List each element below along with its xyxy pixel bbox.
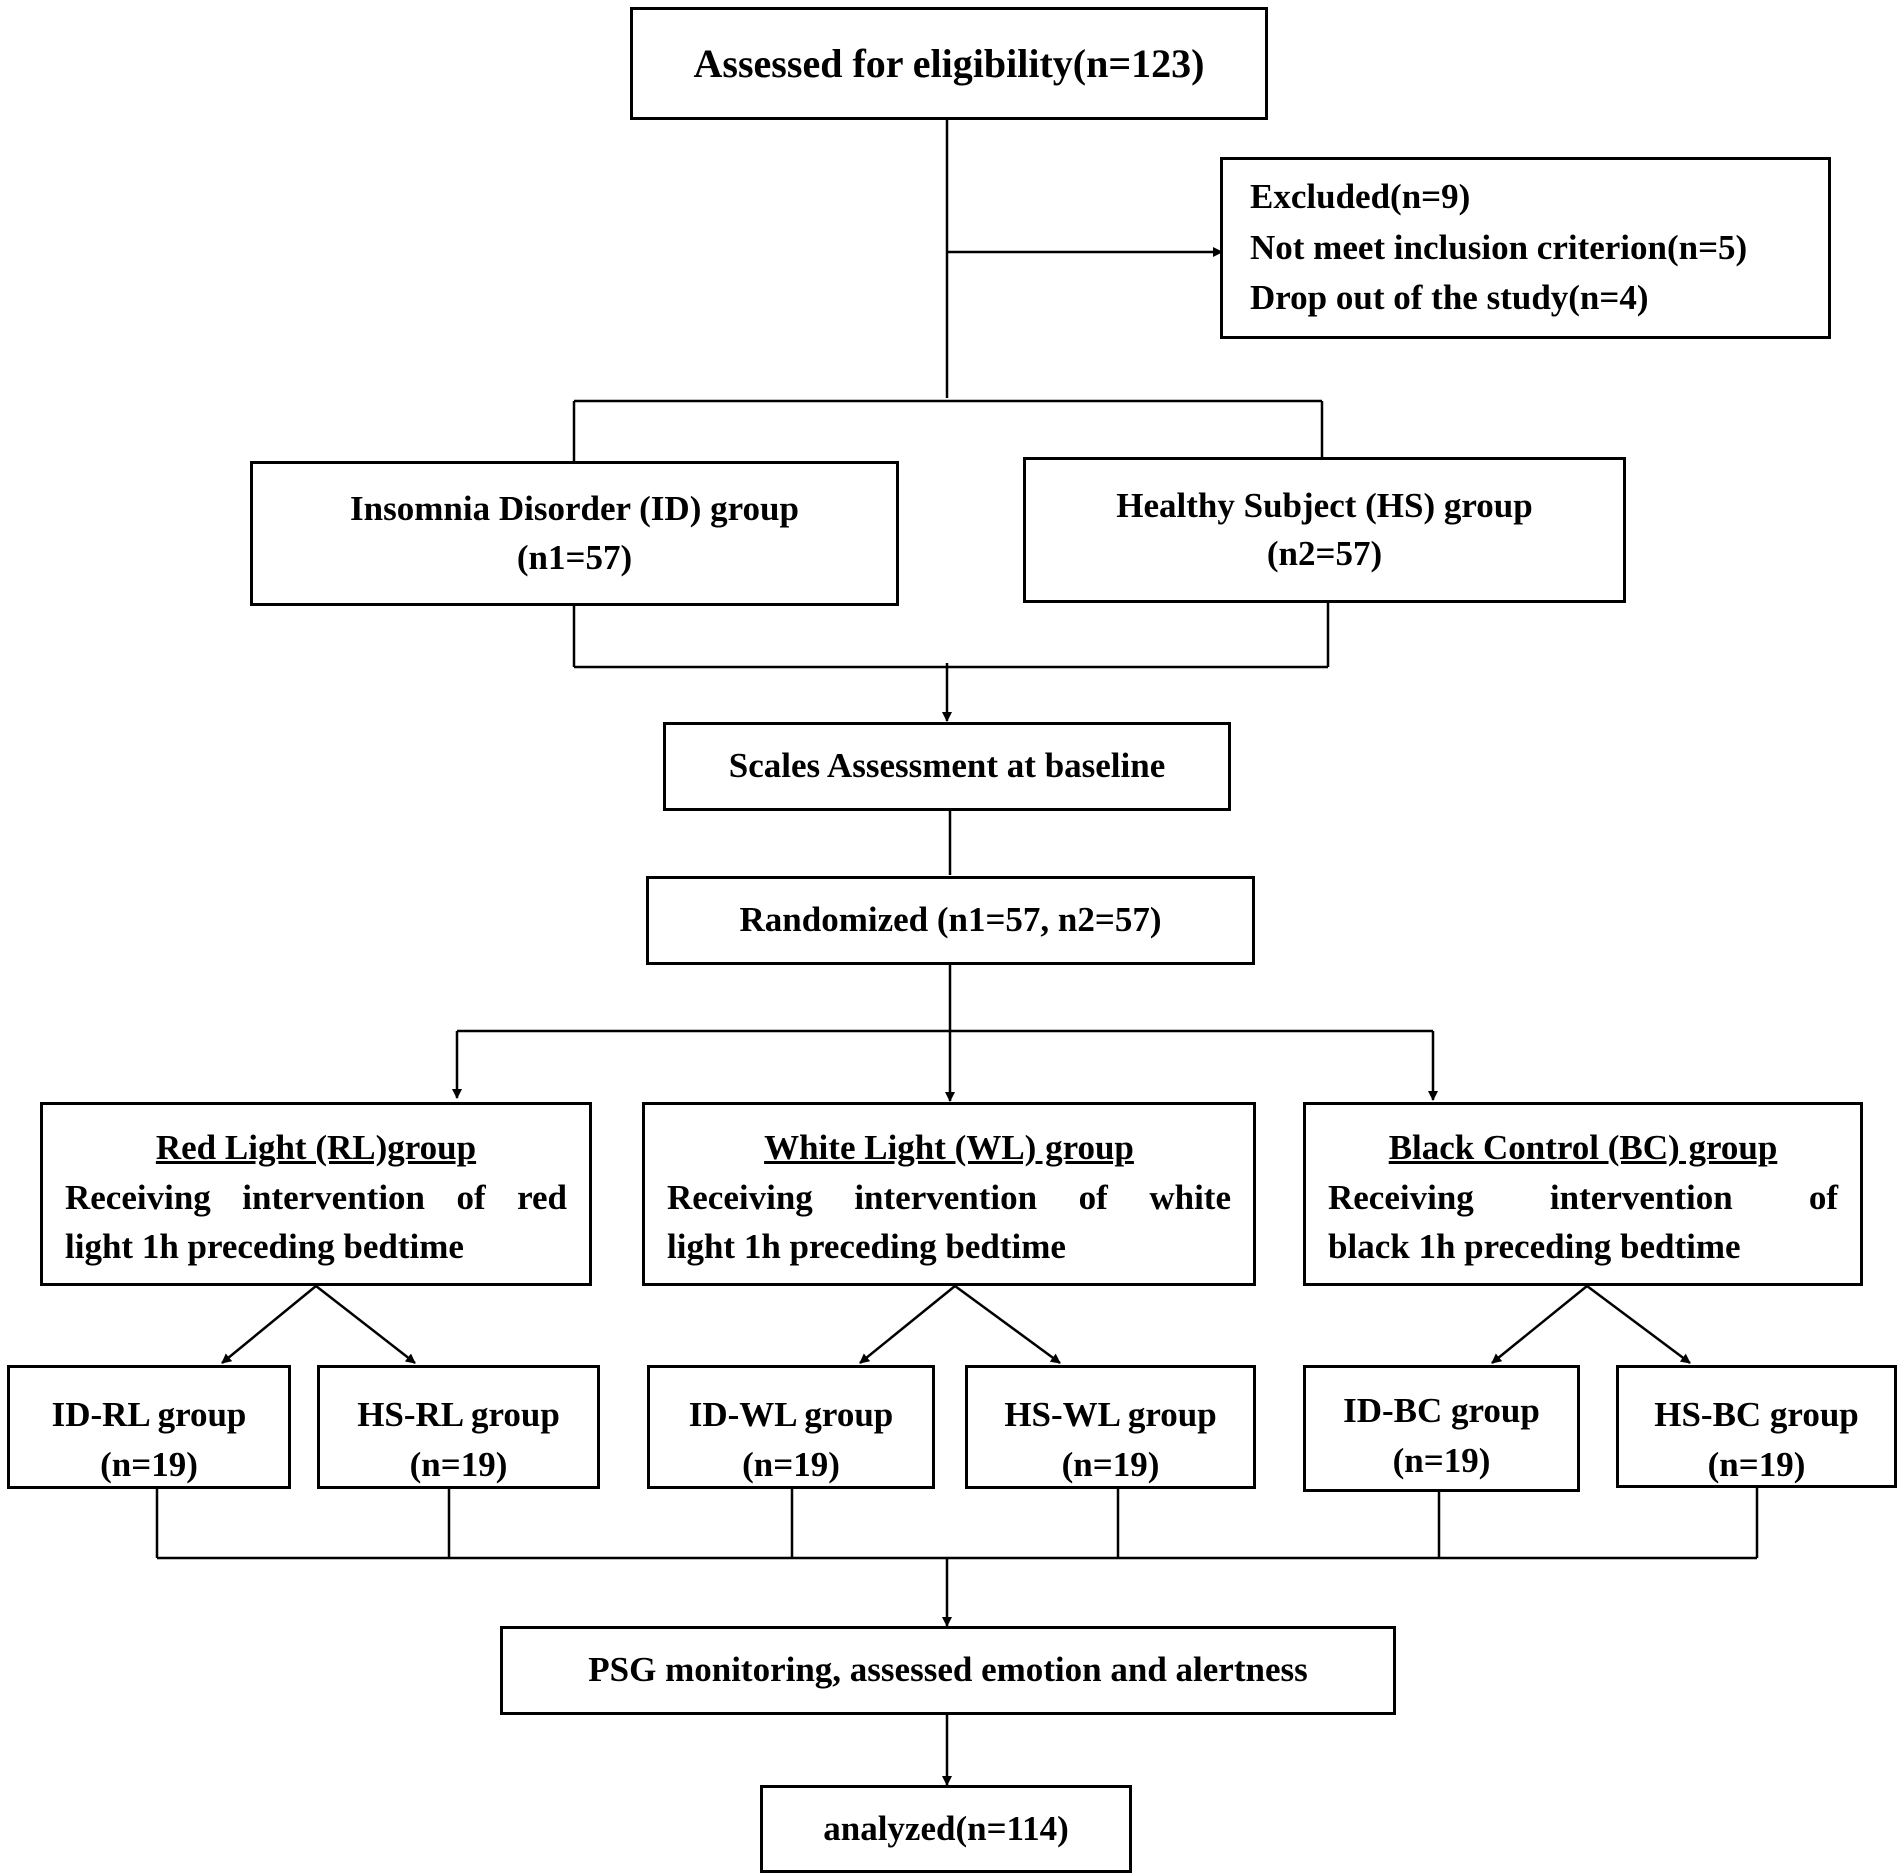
eligibility-box: Assessed for eligibility(n=123) [630,7,1268,120]
eligibility-label: Assessed for eligibility(n=123) [693,40,1205,86]
id-group-count: (n1=57) [516,537,633,577]
rl-group-desc-1: Receiving intervention of red [65,1177,567,1217]
hs-group-box: Healthy Subject (HS) group (n2=57) [1023,457,1626,603]
randomized-box: Randomized (n1=57, n2=57) [646,876,1255,965]
excluded-total: Excluded(n=9) [1250,176,1471,216]
id-wl-count: (n=19) [742,1444,840,1484]
hs-group-name: Healthy Subject (HS) group [1116,485,1533,525]
excluded-inclusion: Not meet inclusion criterion(n=5) [1250,227,1748,267]
hs-bc-box: HS-BC group (n=19) [1616,1365,1897,1488]
id-wl-label: ID-WL group [688,1395,894,1434]
wl-group-title: White Light (WL) group [764,1128,1134,1167]
id-group-box: Insomnia Disorder (ID) group (n1=57) [250,461,899,606]
rl-group-box: Red Light (RL)group Receiving interventi… [40,1102,592,1286]
psg-box: PSG monitoring, assessed emotion and ale… [500,1626,1396,1715]
psg-label: PSG monitoring, assessed emotion and ale… [588,1650,1308,1690]
id-bc-box: ID-BC group (n=19) [1303,1365,1580,1492]
wl-group-desc-1: Receiving intervention of white [667,1177,1231,1217]
hs-wl-label: HS-WL group [1004,1395,1217,1434]
rl-group-title: Red Light (RL)group [155,1128,477,1167]
bc-group-title: Black Control (BC) group [1388,1128,1778,1167]
analyzed-label: analyzed(n=114) [823,1808,1069,1848]
hs-bc-count: (n=19) [1707,1444,1806,1484]
id-rl-label: ID-RL group [51,1395,247,1434]
hs-rl-label: HS-RL group [357,1395,560,1434]
excluded-dropout: Drop out of the study(n=4) [1250,278,1649,318]
hs-group-count: (n2=57) [1266,534,1383,573]
analyzed-box: analyzed(n=114) [760,1785,1132,1873]
scales-label: Scales Assessment at baseline [728,746,1166,786]
hs-rl-count: (n=19) [409,1444,508,1484]
scales-box: Scales Assessment at baseline [663,722,1231,811]
id-rl-box: ID-RL group (n=19) [7,1365,291,1489]
id-group-name: Insomnia Disorder (ID) group [350,489,799,529]
wl-group-box: White Light (WL) group Receiving interve… [642,1102,1256,1286]
id-bc-label: ID-BC group [1343,1391,1540,1430]
hs-wl-box: HS-WL group (n=19) [965,1365,1256,1489]
excluded-box: Excluded(n=9) Not meet inclusion criteri… [1220,157,1831,339]
bc-group-desc-2: black 1h preceding bedtime [1328,1227,1741,1267]
bc-group-box: Black Control (BC) group Receiving inter… [1303,1102,1863,1286]
hs-rl-box: HS-RL group (n=19) [317,1365,600,1489]
wl-group-desc-2: light 1h preceding bedtime [667,1227,1066,1267]
hs-bc-label: HS-BC group [1654,1395,1859,1434]
id-rl-count: (n=19) [100,1444,198,1484]
hs-wl-count: (n=19) [1061,1444,1160,1484]
id-bc-count: (n=19) [1392,1440,1491,1480]
rl-group-desc-2: light 1h preceding bedtime [65,1227,464,1267]
id-wl-box: ID-WL group (n=19) [647,1365,935,1489]
bc-group-desc-1: Receiving intervention of [1328,1177,1838,1217]
randomized-label: Randomized (n1=57, n2=57) [739,900,1162,940]
